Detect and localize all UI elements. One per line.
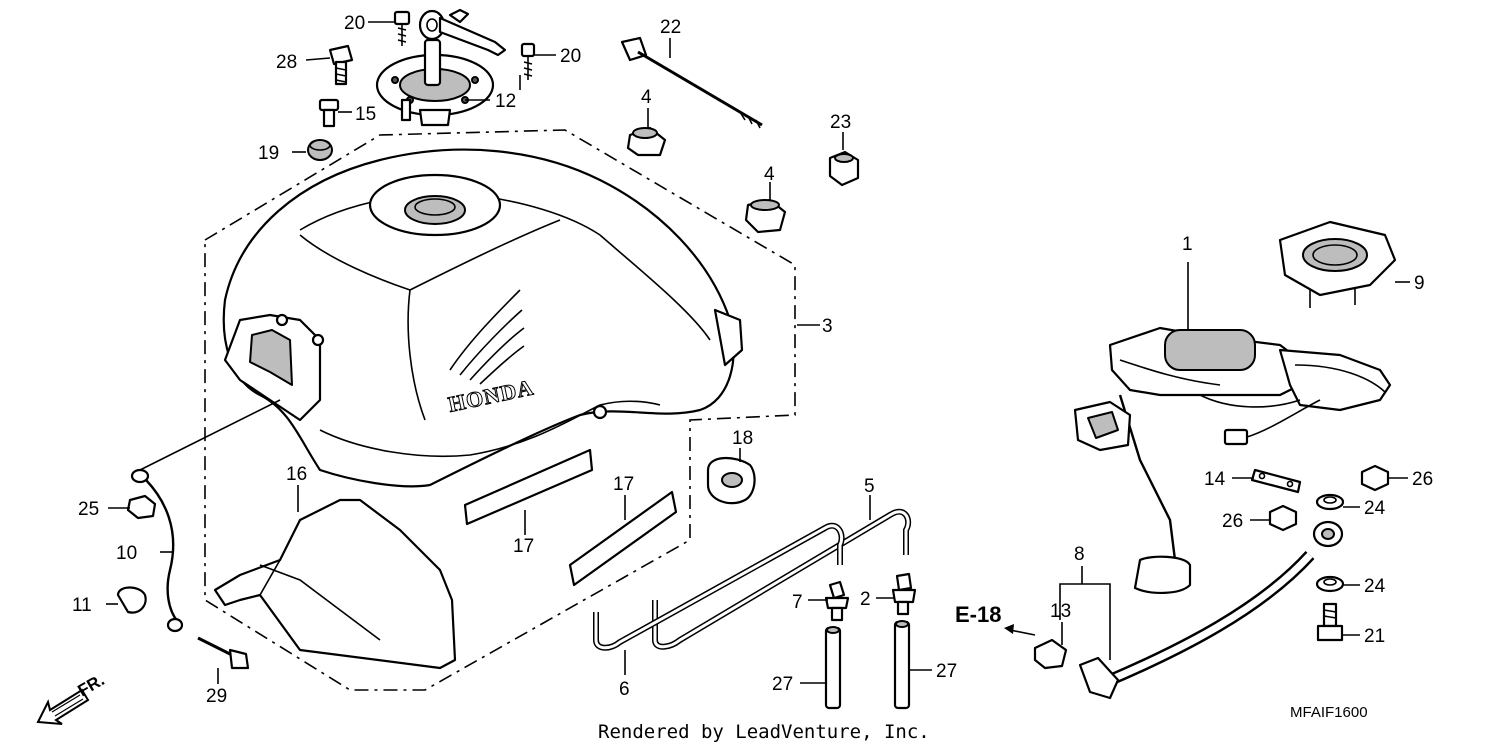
set-ring-9[interactable] bbox=[1278, 220, 1397, 308]
callout-2: 2 bbox=[860, 589, 871, 610]
callout-labels: 20 20 28 12 15 19 22 4 23 4 3 18 16 17 1… bbox=[72, 13, 1433, 707]
heat-guard-16[interactable] bbox=[213, 498, 457, 670]
callout-21: 21 bbox=[1364, 626, 1385, 647]
clamp-14[interactable] bbox=[1250, 468, 1302, 494]
screw-20-left[interactable] bbox=[393, 10, 411, 46]
callout-17-left: 17 bbox=[513, 536, 534, 557]
nut-25[interactable] bbox=[126, 494, 157, 520]
screw-20-right[interactable] bbox=[520, 42, 536, 80]
bolt-29[interactable] bbox=[197, 636, 250, 670]
callout-28: 28 bbox=[276, 52, 297, 73]
callout-10: 10 bbox=[116, 543, 137, 564]
callout-26-upper: 26 bbox=[1412, 469, 1433, 490]
callout-16: 16 bbox=[286, 464, 307, 485]
callout-7: 7 bbox=[792, 592, 803, 613]
nut-26-upper[interactable] bbox=[1360, 464, 1390, 492]
fitting-7[interactable] bbox=[824, 580, 850, 622]
fuel-tank[interactable]: HONDA bbox=[222, 148, 744, 488]
callout-14: 14 bbox=[1204, 469, 1226, 490]
joint-13[interactable] bbox=[1033, 638, 1068, 670]
cushion-4-lower[interactable] bbox=[744, 198, 787, 234]
fuel-feed-hose-8[interactable] bbox=[1078, 520, 1344, 700]
grommet-18[interactable] bbox=[706, 457, 756, 505]
tank-assembly-boundary bbox=[204, 129, 796, 691]
callout-22: 22 bbox=[660, 17, 681, 38]
grommet-19[interactable] bbox=[307, 139, 333, 161]
washer-24-lower[interactable] bbox=[1315, 575, 1345, 593]
clip-11[interactable] bbox=[116, 586, 147, 614]
callout-26-lower: 26 bbox=[1222, 511, 1243, 532]
callout-25: 25 bbox=[78, 499, 99, 520]
front-arrow-icon bbox=[36, 688, 90, 725]
callout-19: 19 bbox=[258, 143, 279, 164]
reference-e18-link[interactable]: E-18 bbox=[955, 602, 1001, 627]
fuel-cap-assembly[interactable] bbox=[375, 8, 507, 127]
callout-4-lower: 4 bbox=[764, 164, 775, 185]
diagram-code: MFAIF1600 bbox=[1290, 704, 1368, 721]
callout-11: 11 bbox=[72, 595, 92, 616]
callout-24-upper: 24 bbox=[1364, 498, 1386, 519]
callout-18: 18 bbox=[732, 428, 753, 449]
collar-23[interactable] bbox=[828, 150, 860, 187]
leader-lines bbox=[106, 21, 1410, 684]
callout-8: 8 bbox=[1074, 544, 1085, 565]
bolt-28[interactable] bbox=[328, 44, 354, 86]
callout-5: 5 bbox=[864, 476, 875, 497]
tube-27-right[interactable] bbox=[893, 620, 911, 710]
bolt-21[interactable] bbox=[1316, 602, 1344, 642]
callout-20-left: 20 bbox=[344, 13, 365, 34]
nut-26-lower[interactable] bbox=[1268, 504, 1298, 532]
callout-4-upper: 4 bbox=[641, 87, 652, 108]
callout-1: 1 bbox=[1182, 234, 1193, 255]
callout-17-right: 17 bbox=[613, 474, 634, 495]
collar-15[interactable] bbox=[318, 98, 340, 128]
tube-27-left[interactable] bbox=[824, 626, 842, 710]
callout-9: 9 bbox=[1414, 273, 1425, 294]
callout-15: 15 bbox=[355, 104, 376, 125]
callout-6: 6 bbox=[619, 679, 630, 700]
cushion-4-upper[interactable] bbox=[626, 126, 667, 157]
front-direction-marker: FR. bbox=[36, 670, 108, 725]
fuel-pump-1[interactable] bbox=[1073, 326, 1392, 594]
callout-29: 29 bbox=[206, 686, 227, 707]
callout-24-lower: 24 bbox=[1364, 576, 1386, 597]
callout-13: 13 bbox=[1050, 601, 1071, 622]
callout-20-right: 20 bbox=[560, 46, 581, 67]
rubber-strip-17-b[interactable] bbox=[568, 490, 678, 587]
rubber-strip-17-a[interactable] bbox=[463, 448, 594, 526]
credit-text: Rendered by LeadVenture, Inc. bbox=[598, 721, 930, 743]
tube-5[interactable] bbox=[652, 508, 912, 650]
washer-24-upper[interactable] bbox=[1315, 493, 1345, 511]
fitting-2[interactable] bbox=[891, 572, 917, 616]
callout-23: 23 bbox=[830, 112, 851, 133]
bolt-22[interactable] bbox=[620, 36, 763, 129]
callout-3: 3 bbox=[822, 316, 833, 337]
callout-27-left: 27 bbox=[772, 674, 793, 695]
tube-6[interactable] bbox=[593, 522, 845, 651]
callout-27-right: 27 bbox=[936, 661, 957, 682]
callout-12: 12 bbox=[495, 91, 516, 112]
